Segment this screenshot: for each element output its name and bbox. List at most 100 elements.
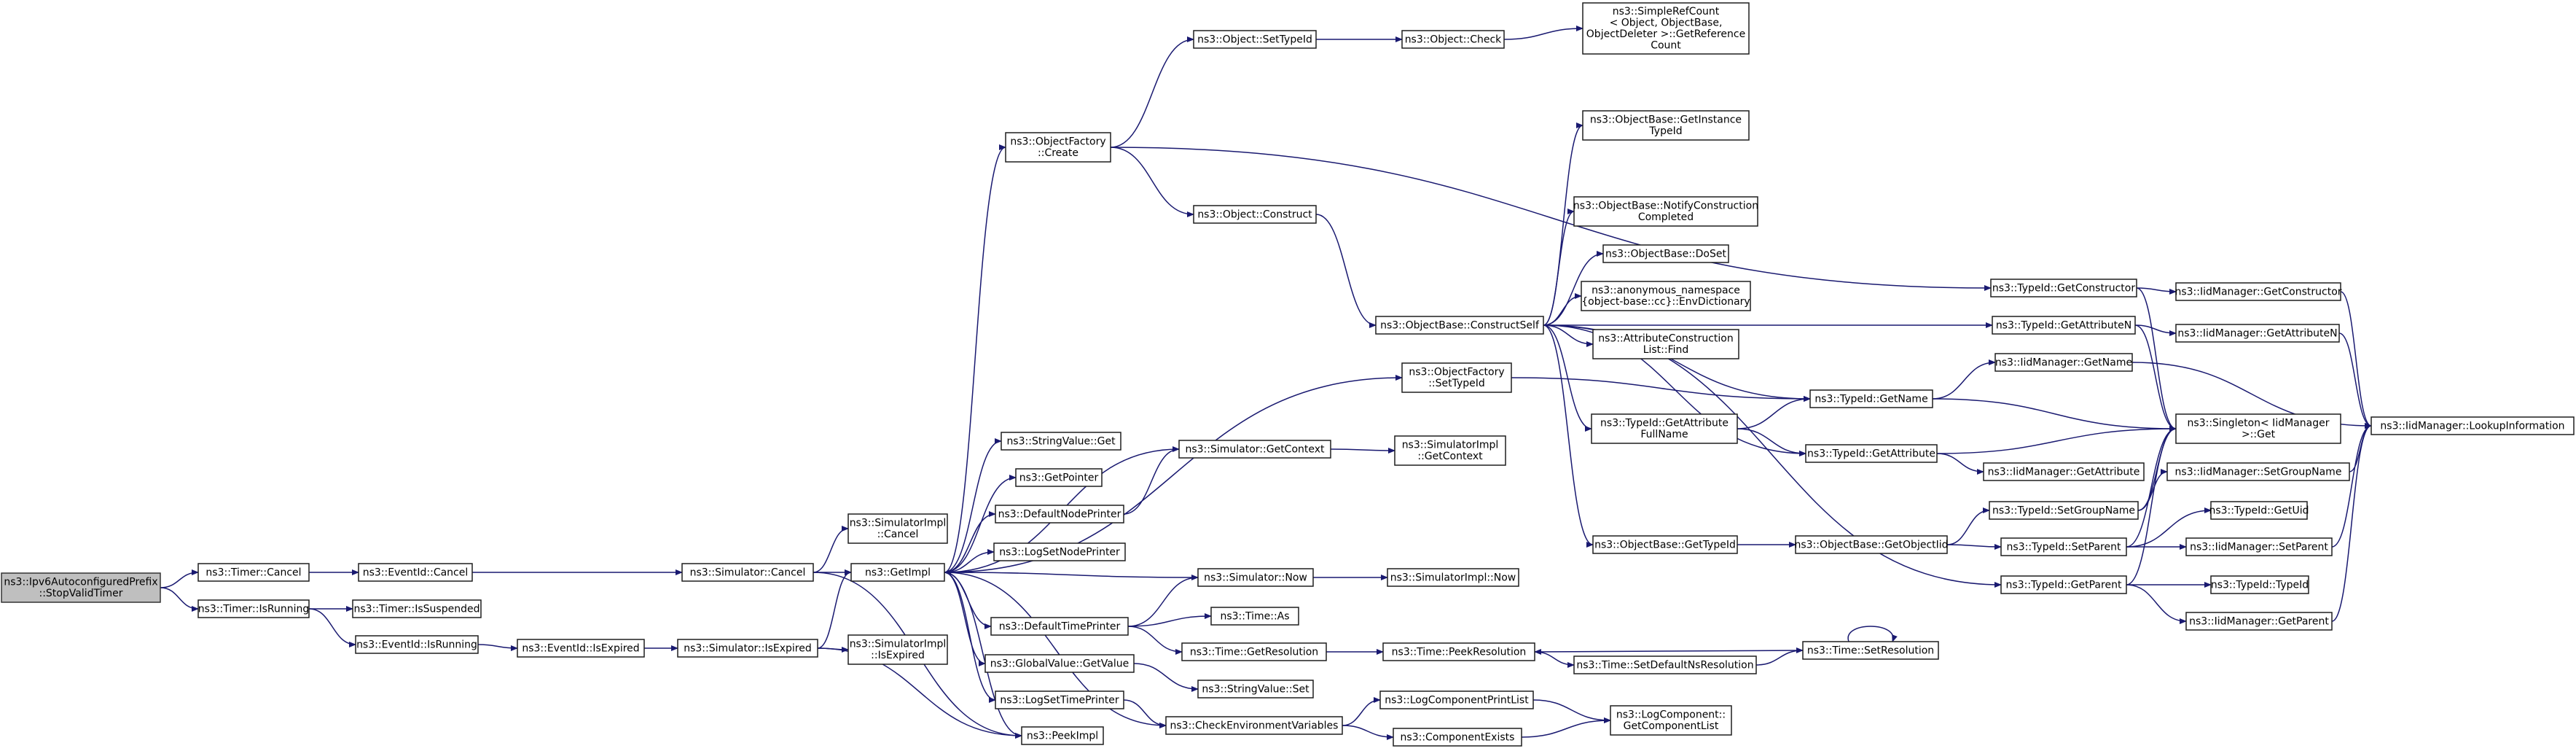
node-sim-isexpired[interactable]: ns3::Simulator::IsExpired xyxy=(677,639,818,658)
node-time-setresolution[interactable]: ns3::Time::SetResolution xyxy=(1802,641,1939,660)
node-typeid-getname[interactable]: ns3::TypeId::GetName xyxy=(1809,389,1933,408)
node-typeid-getparent[interactable]: ns3::TypeId::GetParent xyxy=(2000,575,2127,594)
node-typeid-getuid[interactable]: ns3::TypeId::GetUid xyxy=(2209,501,2309,520)
node-label: ns3::GetImpl xyxy=(865,567,931,578)
node-time-setdefaultnsresolution[interactable]: ns3::Time::SetDefaultNsResolution xyxy=(1573,655,1757,674)
node-simimpl-now[interactable]: ns3::SimulatorImpl::Now xyxy=(1387,568,1519,587)
node-time-as[interactable]: ns3::Time::As xyxy=(1210,607,1299,626)
node-iidmanager-getname[interactable]: ns3::IidManager::GetName xyxy=(1994,353,2133,372)
node-label: Count xyxy=(1651,40,1681,52)
edge-typeid-getname-to-iidmanager-getname xyxy=(1932,359,1996,400)
node-typeid-typeid[interactable]: ns3::TypeId::TypeId xyxy=(2210,575,2309,594)
node-box xyxy=(1178,440,1331,459)
node-objectbase-constructself[interactable]: ns3::ObjectBase::ConstructSelf xyxy=(1375,316,1544,335)
node-label: ns3::Object::SetTypeId xyxy=(1197,34,1312,45)
node-typeid-setgroupname[interactable]: ns3::TypeId::SetGroupName xyxy=(1989,501,2139,520)
node-simimpl-getcontext[interactable]: ns3::SimulatorImpl::GetContext xyxy=(1394,435,1506,466)
node-getimpl[interactable]: ns3::GetImpl xyxy=(850,563,945,582)
node-box xyxy=(677,639,818,658)
node-eventid-isexpired[interactable]: ns3::EventId::IsExpired xyxy=(517,639,645,658)
node-eventid-isrunning[interactable]: ns3::EventId::IsRunning xyxy=(355,635,479,654)
node-lognodeprinter[interactable]: ns3::LogSetNodePrinter xyxy=(993,542,1126,561)
node-sim-cancel[interactable]: ns3::Simulator::Cancel xyxy=(681,563,814,582)
node-logcomponent-getcomponentlist[interactable]: ns3::LogComponent::GetComponentList xyxy=(1610,705,1732,736)
node-getpointer[interactable]: ns3::GetPointer xyxy=(1015,468,1103,487)
node-eventid-cancel[interactable]: ns3::EventId::Cancel xyxy=(358,563,473,582)
edge-objectbase-constructself-to-typeid-getattribute xyxy=(1543,324,1806,456)
node-timer-issuspended[interactable]: ns3::Timer::IsSuspended xyxy=(352,599,482,618)
node-iidmanager-getattribute[interactable]: ns3::IidManager::GetAttribute xyxy=(1983,462,2145,481)
node-typeid-getconstructor[interactable]: ns3::TypeId::GetConstructor xyxy=(1990,279,2137,297)
node-timer-cancel[interactable]: ns3::Timer::Cancel xyxy=(197,563,310,582)
node-logcomponentprintlist[interactable]: ns3::LogComponentPrintList xyxy=(1379,690,1534,709)
node-sim-now[interactable]: ns3::Simulator::Now xyxy=(1197,568,1314,587)
edge-typeid-getconstructor-to-iidmanager-getconstructor xyxy=(2136,287,2177,295)
node-iidmanager-lookupinformation[interactable]: ns3::IidManager::LookupInformation xyxy=(2371,416,2575,435)
edge-objectbase-constructself-to-ob-gettypeid xyxy=(1543,324,1594,548)
node-typeid-getattributen[interactable]: ns3::TypeId::GetAttributeN xyxy=(1992,316,2136,335)
node-peekimpl[interactable]: ns3::PeekImpl xyxy=(1021,726,1104,745)
node-iidmanager-getconstructor[interactable]: ns3::IidManager::GetConstructor xyxy=(2174,282,2342,301)
node-globalvalue-getvalue[interactable]: ns3::GlobalValue::GetValue xyxy=(984,654,1135,673)
edge-object-check-to-simplerefcount xyxy=(1503,26,1583,40)
edge-objfactory-create-to-object-construct xyxy=(1110,147,1194,217)
edge-defaulttimeprinter-to-time-as xyxy=(1127,613,1212,627)
node-objfactory-create[interactable]: ns3::ObjectFactory::Create xyxy=(1005,132,1111,163)
edge-typeid-getattribute-to-iidmanager-getattribute xyxy=(1936,453,1984,475)
node-box xyxy=(1375,316,1544,335)
node-object-settypeid[interactable]: ns3::Object::SetTypeId xyxy=(1193,30,1317,49)
node-box xyxy=(1809,389,1933,408)
node-typeid-getattribute[interactable]: ns3::TypeId::GetAttribute xyxy=(1805,444,1938,463)
node-timer-isrunning[interactable]: ns3::Timer::IsRunning xyxy=(197,599,310,618)
node-simplerefcount[interactable]: ns3::SimpleRefCount< Object, ObjectBase,… xyxy=(1582,2,1750,55)
edge-defaulttimeprinter-to-time-getresolution xyxy=(1127,626,1183,655)
node-ob-gettypeid[interactable]: ns3::ObjectBase::GetTypeId xyxy=(1592,535,1738,554)
node-componentexists[interactable]: ns3::ComponentExists xyxy=(1393,728,1522,747)
node-iidmanager-getattributen[interactable]: ns3::IidManager::GetAttributeN xyxy=(2175,324,2340,343)
edge-typeid-getattribute-to-singleton-get xyxy=(1936,426,2177,454)
node-ob-notifyconstruction[interactable]: ns3::ObjectBase::NotifyConstructionCompl… xyxy=(1573,196,1758,227)
node-checkenvvars[interactable]: ns3::CheckEnvironmentVariables xyxy=(1165,716,1343,735)
node-time-peekresolution[interactable]: ns3::Time::PeekResolution xyxy=(1382,642,1535,661)
node-stringvalue-set[interactable]: ns3::StringValue::Set xyxy=(1197,680,1314,699)
node-anon-envdict[interactable]: ns3::anonymous_namespace{object-base::cc… xyxy=(1581,281,1751,311)
node-label: ns3::LogSetNodePrinter xyxy=(999,546,1120,558)
node-box xyxy=(995,690,1124,709)
node-defaultnodeprinter[interactable]: ns3::DefaultNodePrinter xyxy=(995,505,1124,524)
node-typeid-setparent[interactable]: ns3::TypeId::SetParent xyxy=(2000,537,2127,556)
node-iidmanager-setparent[interactable]: ns3::IidManager::SetParent xyxy=(2185,537,2333,556)
node-label: ns3::SimpleRefCount xyxy=(1613,6,1720,17)
node-box xyxy=(355,635,479,654)
node-iidmanager-getparent[interactable]: ns3::IidManager::GetParent xyxy=(2185,612,2333,631)
node-label: ns3::StringValue::Set xyxy=(1202,683,1309,695)
node-stringvalue-get[interactable]: ns3::StringValue::Get xyxy=(1001,432,1121,451)
node-box xyxy=(1015,468,1103,487)
node-box xyxy=(358,563,473,582)
node-object-check[interactable]: ns3::Object::Check xyxy=(1401,30,1505,49)
node-label: ::IsExpired xyxy=(871,650,925,661)
node-time-getresolution[interactable]: ns3::Time::GetResolution xyxy=(1181,642,1327,661)
node-singleton-get[interactable]: ns3::Singleton< IidManager>::Get xyxy=(2175,413,2341,444)
node-box xyxy=(517,639,645,658)
edge-iidmanager-getattributen-to-iidmanager-lookupinformation xyxy=(2338,332,2372,429)
node-simimpl-isexpired[interactable]: ns3::SimulatorImpl::IsExpired xyxy=(847,634,948,665)
node-label: FullName xyxy=(1640,429,1688,440)
edge-time-setresolution-to-time-setresolution xyxy=(1847,626,1898,642)
node-objfactory-settypeid[interactable]: ns3::ObjectFactory::SetTypeId xyxy=(1401,362,1512,393)
node-sim-getcontext[interactable]: ns3::Simulator::GetContext xyxy=(1178,440,1331,459)
node-label: ns3::IidManager::SetParent xyxy=(2190,541,2328,553)
node-defaulttimeprinter[interactable]: ns3::DefaultTimePrinter xyxy=(990,617,1129,636)
node-label: ns3::TypeId::GetAttribute xyxy=(1600,418,1729,429)
node-label: ns3::LogComponentPrintList xyxy=(1385,694,1529,706)
node-simimpl-cancel[interactable]: ns3::SimulatorImpl::Cancel xyxy=(847,513,948,544)
edge-getimpl-to-peekimpl xyxy=(944,572,1022,739)
node-object-construct[interactable]: ns3::Object::Construct xyxy=(1193,205,1317,224)
node-logsettimeprinter[interactable]: ns3::LogSetTimePrinter xyxy=(995,690,1124,709)
node-iidmanager-setgroupname[interactable]: ns3::IidManager::SetGroupName xyxy=(2166,462,2350,481)
node-ob-doset[interactable]: ns3::ObjectBase::DoSet xyxy=(1602,244,1729,263)
node-label: ns3::SimulatorImpl xyxy=(1402,440,1499,451)
node-ob-getobjectiid[interactable]: ns3::ObjectBase::GetObjectIid xyxy=(1794,535,1949,554)
